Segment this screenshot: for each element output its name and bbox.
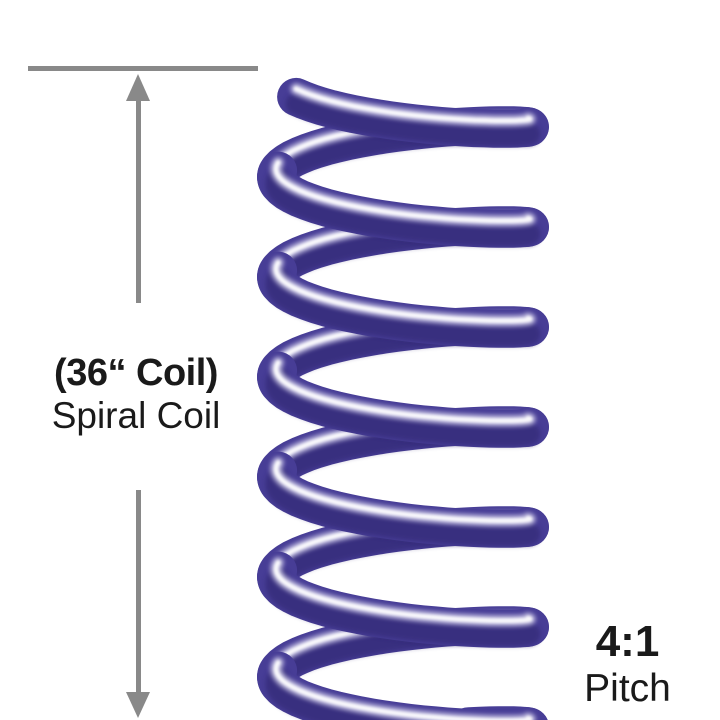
pitch-label: 4:1 Pitch bbox=[555, 620, 700, 711]
top-extent-cap-line bbox=[28, 66, 258, 71]
arrow-down-shaft bbox=[136, 490, 141, 694]
pitch-ratio-text: 4:1 bbox=[595, 617, 660, 666]
pitch-word-text: Pitch bbox=[584, 667, 671, 710]
spiral-coil-image bbox=[257, 77, 549, 720]
arrow-up-shaft bbox=[136, 98, 141, 303]
arrow-up-icon bbox=[126, 74, 150, 101]
arrow-down-icon bbox=[126, 692, 150, 718]
coil-size-text: (36“ Coil) bbox=[54, 352, 218, 394]
coil-type-text: Spiral Coil bbox=[51, 394, 221, 436]
coil-length-label: (36“ Coil) Spiral Coil bbox=[8, 352, 264, 436]
